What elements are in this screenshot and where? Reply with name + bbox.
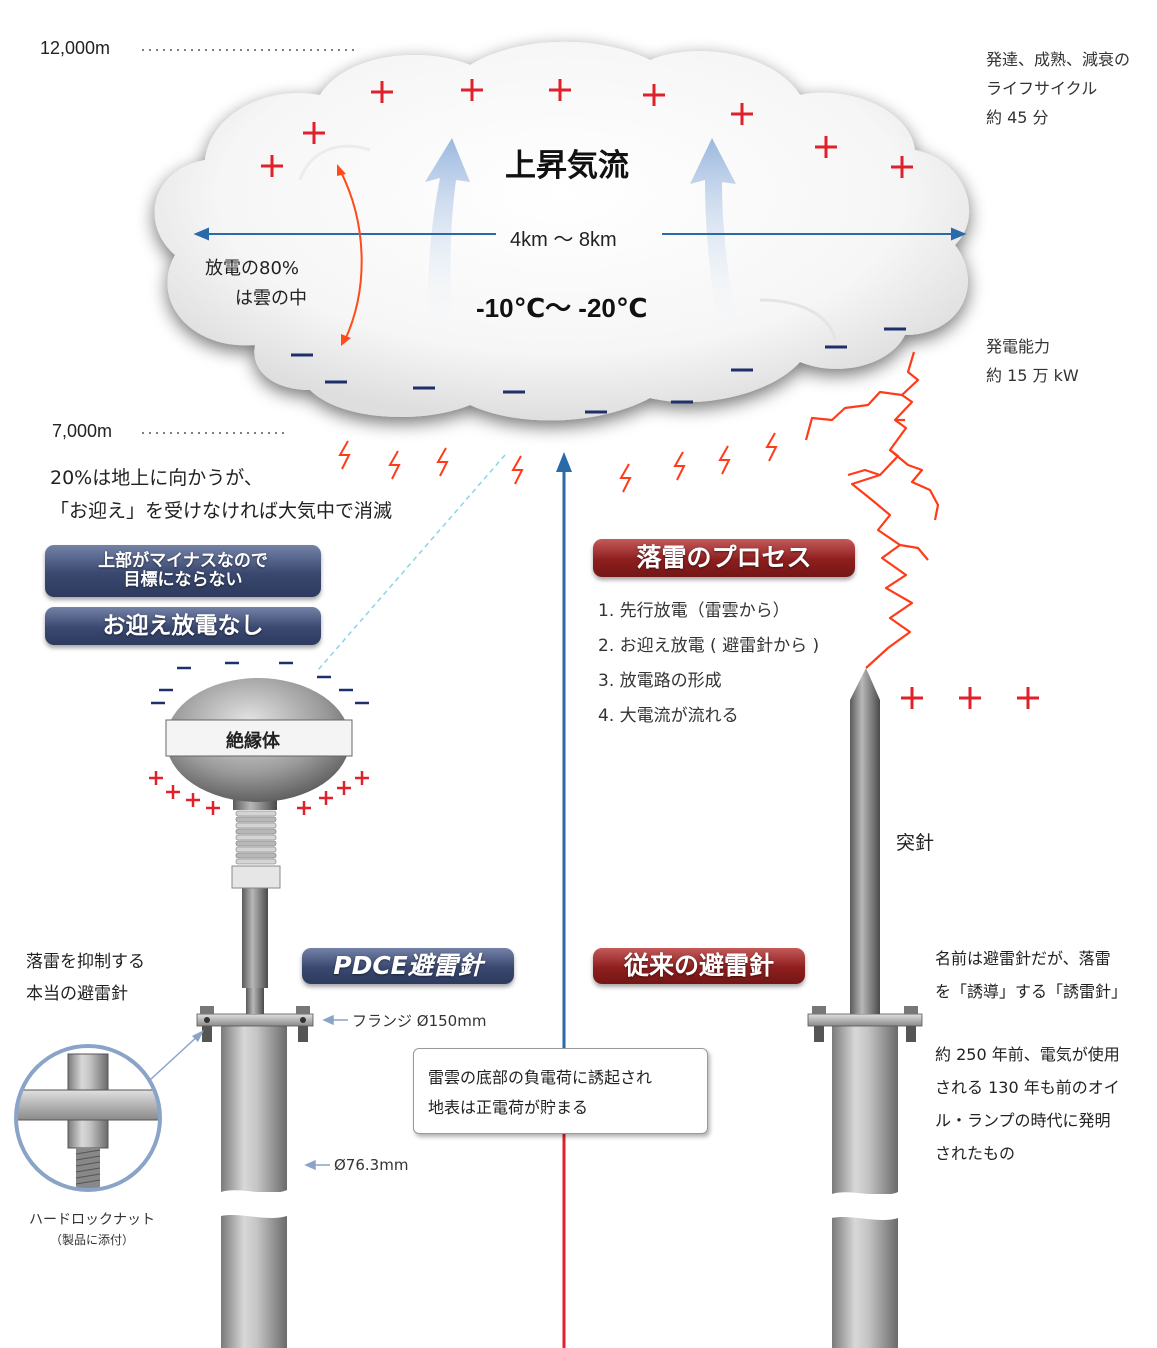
process-title-badge: 落雷のプロセス bbox=[593, 539, 855, 577]
process-step-4: 4. 大電流が流れる bbox=[598, 706, 739, 726]
in-cloud-discharge-arrow bbox=[337, 164, 363, 346]
ground-bound-line1: 20%は地上に向かうが、 bbox=[50, 467, 263, 489]
insulator-label: 絶縁体 bbox=[226, 731, 280, 752]
pdce-lightning-rod bbox=[165, 678, 353, 1348]
plus-charge bbox=[337, 781, 351, 795]
pdce-badge: PDCE避雷針 bbox=[302, 948, 514, 984]
plus-charge bbox=[261, 155, 283, 177]
plus-charge bbox=[166, 785, 180, 799]
plus-charge bbox=[959, 687, 981, 709]
plus-charge bbox=[303, 122, 325, 144]
leader-bolt bbox=[338, 440, 351, 470]
rod-positive-charges bbox=[901, 687, 1039, 709]
conventional-note-line5: ル・ランプの時代に発明 bbox=[935, 1111, 1111, 1130]
power-info: 発電能力 約 15 万 kW bbox=[986, 333, 1079, 391]
conventional-note-line3: 約 250 年前、電気が使用 bbox=[935, 1045, 1120, 1064]
conventional-note-line2: を「誘導」する「誘雷針」 bbox=[935, 982, 1128, 1001]
thundercloud bbox=[154, 41, 970, 421]
ground-bound-line2: 「お迎え」を受けなければ大気中で消滅 bbox=[50, 500, 393, 523]
conventional-note-line1: 名前は避雷針だが、落雷 bbox=[935, 949, 1111, 968]
discharge-in-cloud-line2: は雲の中 bbox=[235, 288, 307, 309]
power-line2: 約 15 万 kW bbox=[986, 365, 1079, 385]
leader-bolt bbox=[436, 447, 449, 477]
plus-charge bbox=[206, 801, 220, 815]
plus-charge bbox=[901, 687, 923, 709]
pdce-negative-charges bbox=[151, 661, 369, 705]
conventional-badge: 従来の避雷針 bbox=[593, 948, 805, 984]
hardlock-caption: ハードロックナット （製品に添付） bbox=[22, 1210, 162, 1249]
plus-charge bbox=[891, 156, 913, 178]
ground-charge-note: 雷雲の底部の負電荷に誘起され 地表は正電荷が貯まる bbox=[413, 1048, 708, 1134]
lifecycle-line2: ライフサイクル bbox=[986, 78, 1098, 98]
cloud-negative-charges bbox=[291, 327, 906, 414]
process-step-1: 1. 先行放電（雷雲から） bbox=[598, 601, 790, 621]
process-steps: 1. 先行放電（雷雲から） 2. お迎え放電 ( 避雷針から ) 3. 放電路の… bbox=[598, 594, 819, 734]
process-step-3: 3. 放電路の形成 bbox=[598, 671, 722, 691]
cloud-width-arrow bbox=[193, 227, 967, 241]
ground-note-line1: 雷雲の底部の負電荷に誘起され bbox=[428, 1068, 653, 1087]
updraft-arrows bbox=[425, 138, 740, 340]
plus-charge bbox=[815, 136, 837, 158]
ground-bound-text: 20%は地上に向かうが、 「お迎え」を受けなければ大気中で消滅 bbox=[50, 462, 392, 529]
dimension-pointers bbox=[304, 1014, 348, 1171]
plus-charge bbox=[149, 771, 163, 785]
hardlock-line1: ハードロックナット bbox=[29, 1212, 155, 1228]
altitude-bottom-label: 7,000m bbox=[52, 421, 113, 441]
not-target-line2: 目標にならない bbox=[123, 570, 243, 590]
guide-line bbox=[317, 454, 506, 671]
lifecycle-line3: 約 45 分 bbox=[986, 107, 1049, 127]
cloud-temperature-label: -10℃～ -20℃ bbox=[476, 293, 648, 323]
hardlock-nut-closeup bbox=[14, 1030, 204, 1192]
leader-bolt bbox=[388, 450, 401, 480]
plus-charge bbox=[355, 771, 369, 785]
plus-charge bbox=[461, 79, 483, 101]
lifecycle-line1: 発達、成熟、減衰の bbox=[986, 50, 1131, 69]
leader-bolt bbox=[511, 455, 524, 485]
downward-leaders bbox=[338, 432, 778, 493]
pdce-caption-line2: 本当の避雷針 bbox=[26, 984, 128, 1005]
leader-bolt bbox=[718, 445, 731, 475]
conventional-lightning-rod bbox=[807, 668, 923, 1348]
plus-charge bbox=[549, 79, 571, 101]
process-step-2: 2. お迎え放電 ( 避雷針から ) bbox=[598, 636, 820, 656]
updraft-label: 上昇気流 bbox=[505, 148, 629, 184]
plus-charge bbox=[1017, 687, 1039, 709]
ground-note-line2: 地表は正電荷が貯まる bbox=[428, 1098, 589, 1118]
plus-charge bbox=[371, 81, 393, 103]
leader-bolt bbox=[765, 432, 778, 462]
conventional-note: 名前は避雷針だが、落雷 を「誘導」する「誘雷針」 約 250 年前、電気が使用 … bbox=[935, 942, 1127, 1170]
lifecycle-info: 発達、成熟、減衰の ライフサイクル 約 45 分 bbox=[986, 46, 1130, 132]
plus-charge bbox=[319, 791, 333, 805]
plus-charge bbox=[643, 84, 665, 106]
altitude-top-label: 12,000m bbox=[40, 38, 111, 58]
not-target-badge: 上部がマイナスなので 目標にならない bbox=[45, 545, 321, 597]
pdce-positive-charges bbox=[149, 771, 369, 815]
rod-tip-label: 突針 bbox=[896, 832, 935, 854]
pipe-diameter-label: Ø76.3mm bbox=[334, 1156, 409, 1174]
not-target-line1: 上部がマイナスなので bbox=[98, 551, 268, 571]
no-upward-discharge-badge: お迎え放電なし bbox=[45, 607, 321, 645]
pdce-caption: 落雷を抑制する 本当の避雷針 bbox=[26, 946, 145, 1011]
power-line1: 発電能力 bbox=[986, 337, 1051, 356]
flange-label: フランジ Ø150mm bbox=[352, 1012, 487, 1030]
plus-charge bbox=[186, 793, 200, 807]
leader-bolt bbox=[619, 463, 632, 493]
induction-arrow bbox=[556, 452, 572, 1348]
lightning-strike bbox=[804, 351, 940, 669]
cloud-positive-charges bbox=[261, 79, 913, 178]
plus-charge bbox=[297, 801, 311, 815]
pdce-caption-line1: 落雷を抑制する bbox=[26, 952, 145, 972]
conventional-note-line6: されたもの bbox=[935, 1144, 1016, 1163]
plus-charge bbox=[731, 103, 753, 125]
hardlock-line2: （製品に添付） bbox=[49, 1233, 134, 1247]
cloud-width-label: 4km ～ 8km bbox=[510, 229, 617, 251]
discharge-in-cloud-line1: 放電の80% bbox=[205, 258, 300, 279]
leader-bolt bbox=[673, 451, 686, 481]
conventional-note-line4: される 130 年も前のオイ bbox=[935, 1078, 1120, 1097]
